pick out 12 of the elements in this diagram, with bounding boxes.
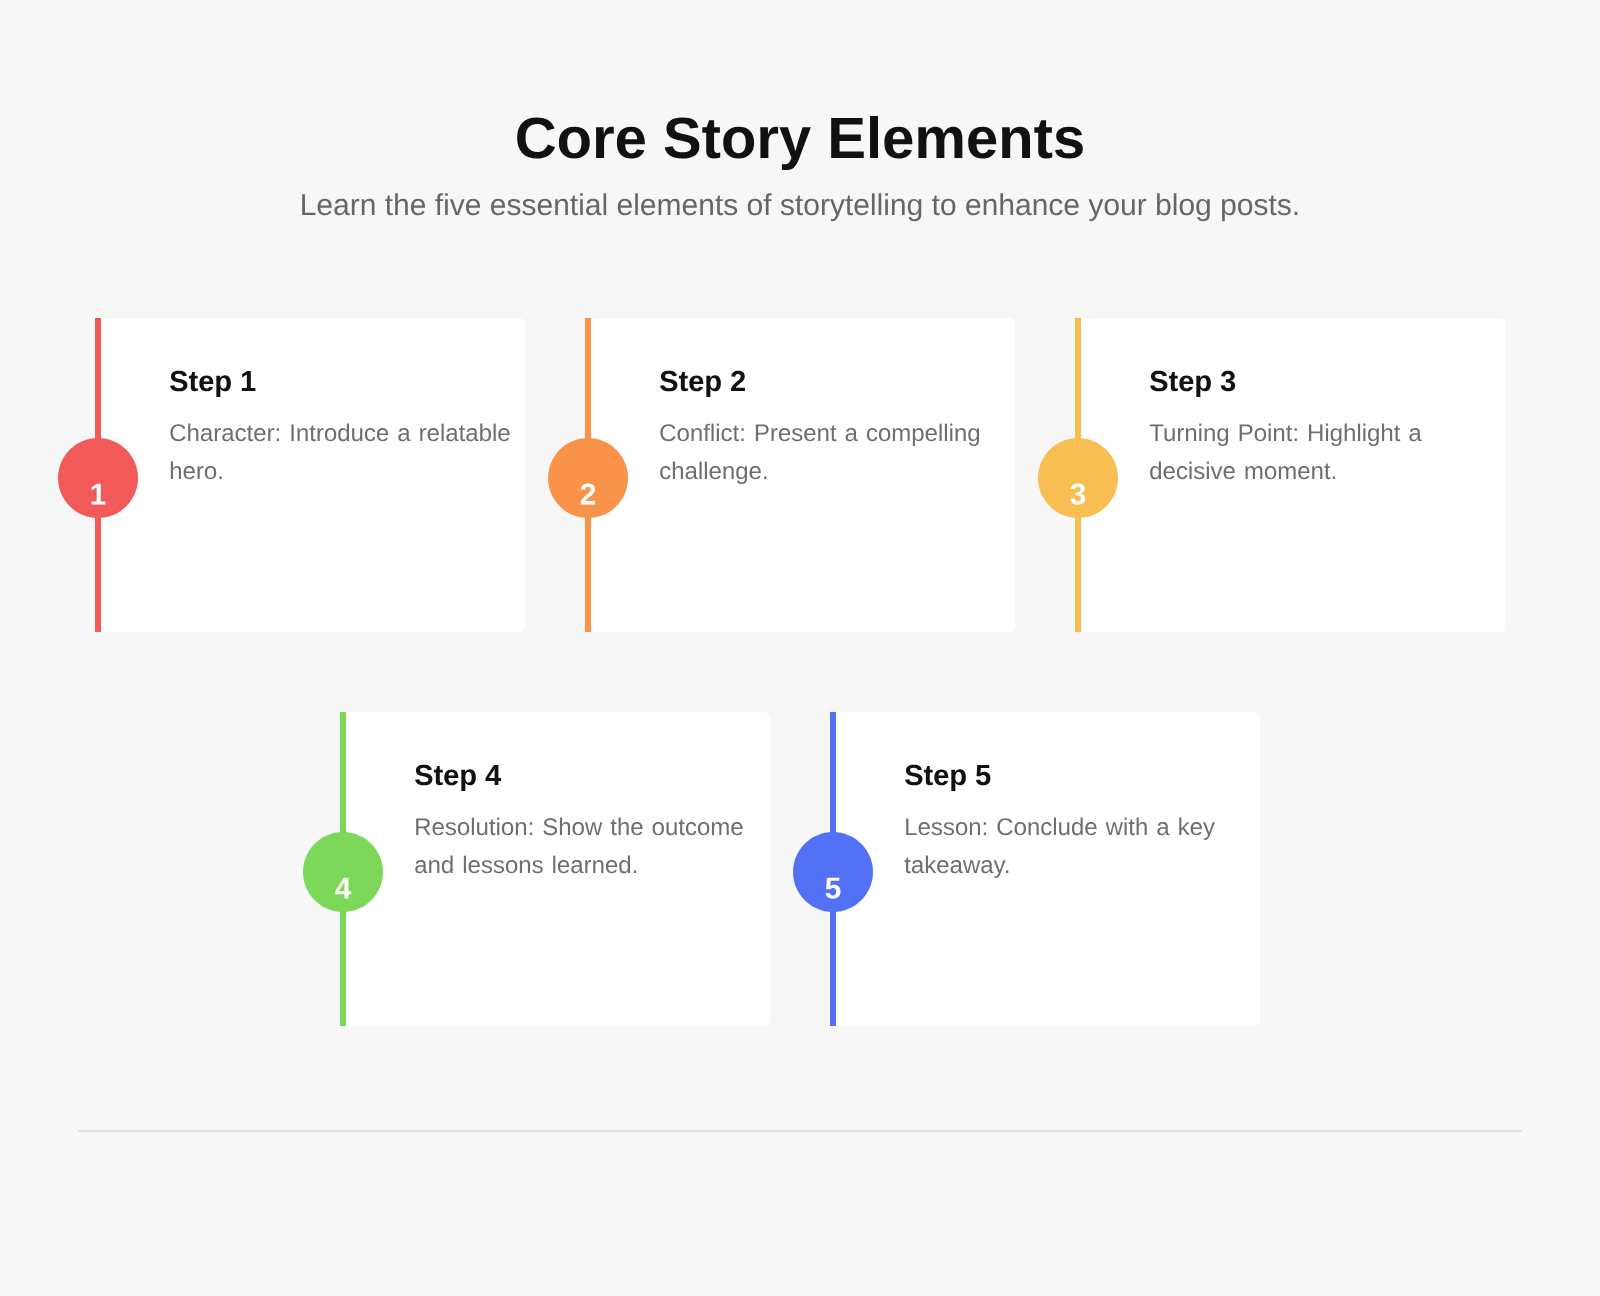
step-heading: Step 2 [660,370,746,398]
step-heading: Step 1 [170,370,256,398]
step-description: Lesson: Conclude with a key takeaway. [904,817,1215,878]
step-description: Character: Introduce a relatable hero. [170,423,510,480]
title: Core Story Elements [517,115,1083,171]
step-description: Resolution: Show the outcome and lessons learned. [415,817,743,874]
step-heading: Step 5 [905,764,991,792]
step-description: Conflict: Present a compelling challenge. [660,423,980,484]
step-heading: Step 3 [1150,370,1236,398]
subtitle: Learn the five essential elements of storytelling to enhance your blog posts. [302,193,1298,222]
step-heading: Step 4 [415,764,502,792]
step-description: Turning Point: Highlight a decisive moment. [1149,423,1422,480]
